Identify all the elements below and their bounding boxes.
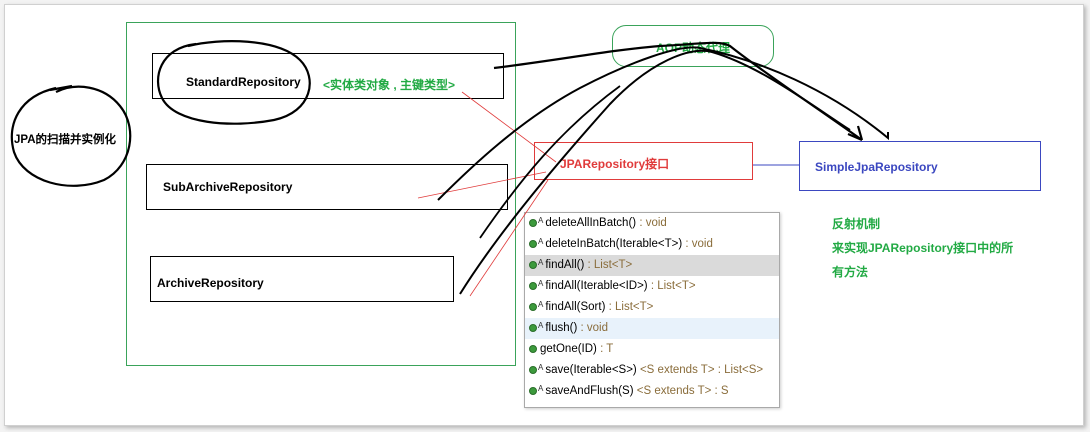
method-return-type: <S extends T> : S	[633, 385, 729, 397]
jpa-repository-interface-box: JPARepository接口	[534, 142, 753, 180]
abstract-modifier-icon: A	[538, 258, 544, 267]
method-return-type: : void	[682, 238, 713, 250]
jpa-repository-interface-label: JPARepository接口	[560, 157, 670, 171]
public-method-icon	[529, 344, 537, 353]
public-method-icon	[529, 239, 537, 248]
abstract-modifier-icon: A	[538, 363, 544, 372]
aop-proxy-label: AOP动态代理	[656, 41, 731, 55]
method-name: deleteAllInBatch()	[545, 217, 637, 229]
method-return-type: : List<T>	[584, 259, 633, 271]
public-method-icon	[529, 302, 537, 311]
reflection-note-line-2: 来实现JPARepository接口中的所	[832, 241, 1014, 255]
standard-repository-box: StandardRepository <实体类对象 , 主键类型>	[152, 53, 504, 99]
method-name: save(Iterable<S>)	[545, 364, 637, 376]
subarchive-repository-box: SubArchiveRepository	[146, 164, 508, 210]
abstract-modifier-icon: A	[538, 237, 544, 246]
method-name: saveAndFlush(S)	[545, 385, 634, 397]
method-name: flush()	[545, 322, 578, 334]
standard-repository-label: StandardRepository	[186, 75, 301, 89]
generic-params-note: <实体类对象 , 主键类型>	[323, 78, 456, 92]
method-return-type: : List<T>	[605, 301, 654, 313]
archive-repository-box: ArchiveRepository	[150, 256, 454, 302]
abstract-modifier-icon: A	[538, 384, 544, 393]
public-method-icon	[529, 218, 537, 227]
aop-proxy-box: AOP动态代理	[612, 25, 774, 67]
method-return-type: : T	[596, 343, 614, 355]
abstract-modifier-icon: A	[538, 300, 544, 309]
method-return-type: : void	[577, 322, 608, 334]
abstract-modifier-icon: A	[538, 216, 544, 225]
archive-repository-label: ArchiveRepository	[157, 276, 264, 290]
public-method-icon	[529, 323, 537, 332]
abstract-modifier-icon: A	[538, 321, 544, 330]
abstract-modifier-icon: A	[538, 279, 544, 288]
public-method-icon	[529, 260, 537, 269]
reflection-note: 反射机制 来实现JPARepository接口中的所 有方法	[832, 212, 1013, 284]
method-name: findAll(Iterable<ID>)	[545, 280, 648, 292]
reflection-note-line-3: 有方法	[832, 265, 869, 279]
public-method-icon	[529, 386, 537, 395]
reflection-note-line-1: 反射机制	[832, 217, 881, 231]
method-item-get-one[interactable]: ​getOne(ID) : T	[525, 339, 779, 360]
method-name: getOne(ID)	[540, 343, 597, 355]
method-name: findAll()	[545, 259, 585, 271]
method-name: deleteInBatch(Iterable<T>)	[545, 238, 683, 250]
method-name: findAll(Sort)	[545, 301, 606, 313]
method-return-type: : List<T>	[647, 280, 696, 292]
public-method-icon	[529, 365, 537, 374]
jpa-scan-note: JPA的扫描并实例化	[14, 134, 117, 146]
public-method-icon	[529, 281, 537, 290]
method-return-type: <S extends T> : List<S>	[636, 364, 764, 376]
method-return-type: : void	[636, 217, 667, 229]
simple-jpa-repository-box: SimpleJpaRepository	[799, 141, 1041, 191]
subarchive-repository-label: SubArchiveRepository	[163, 180, 293, 194]
simple-jpa-repository-label: SimpleJpaRepository	[815, 160, 938, 174]
